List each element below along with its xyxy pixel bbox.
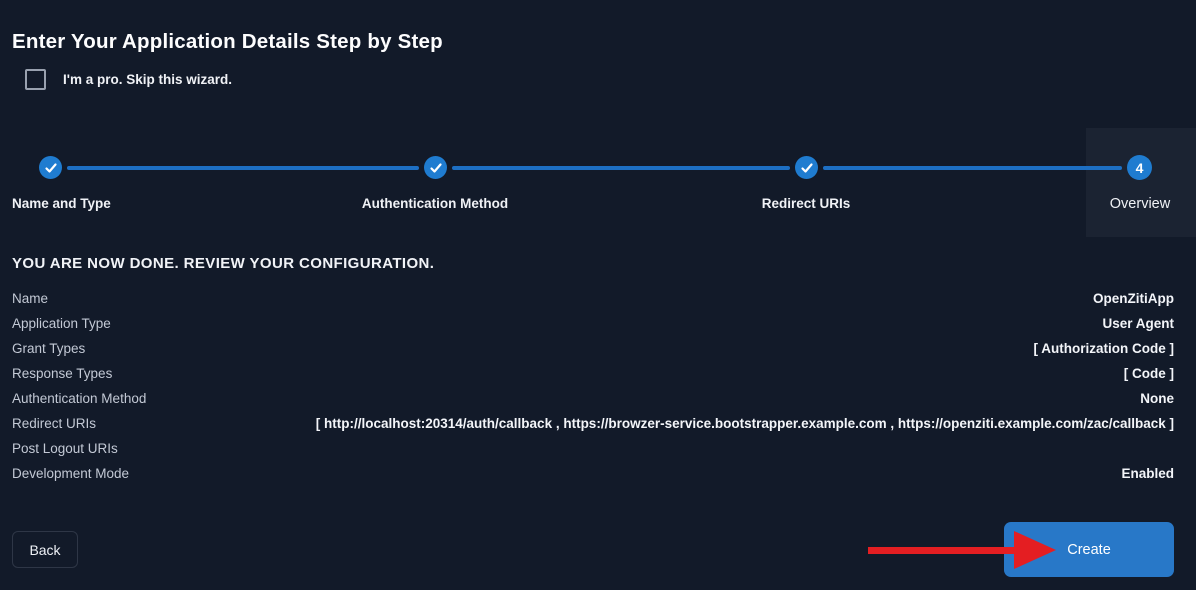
review-heading: YOU ARE NOW DONE. REVIEW YOUR CONFIGURAT…: [12, 255, 435, 272]
review-row-authentication-method: Authentication Method None: [12, 391, 1174, 416]
review-row-redirect-uris: Redirect URIs [ http://localhost:20314/a…: [12, 416, 1174, 441]
step-2-indicator: [424, 156, 447, 179]
check-icon: [429, 162, 442, 173]
arrow-shaft: [868, 547, 1018, 554]
row-value: [ Code ]: [1123, 366, 1174, 381]
back-button[interactable]: Back: [12, 531, 78, 568]
review-row-post-logout-uris: Post Logout URIs: [12, 441, 1174, 466]
step-label-name-and-type: Name and Type: [12, 196, 111, 211]
stepper-connector: [67, 166, 419, 170]
page-title: Enter Your Application Details Step by S…: [12, 29, 443, 53]
stepper-connector: [823, 166, 1122, 170]
row-label: Name: [12, 291, 49, 306]
wizard-stepper: 4 Name and Type Authentication Method Re…: [0, 128, 1196, 238]
review-row-name: Name OpenZitiApp: [12, 291, 1174, 316]
row-label: Application Type: [12, 316, 111, 331]
step-number: 4: [1135, 159, 1144, 176]
row-label: Post Logout URIs: [12, 441, 118, 456]
current-step-highlight: [1086, 128, 1196, 237]
step-4-indicator: 4: [1127, 155, 1152, 180]
review-row-development-mode: Development Mode Enabled: [12, 466, 1174, 491]
row-value: OpenZitiApp: [1093, 291, 1174, 306]
row-value: Enabled: [1121, 466, 1174, 481]
step-label-authentication-method: Authentication Method: [361, 196, 509, 211]
row-value: None: [1140, 391, 1174, 406]
row-label: Redirect URIs: [12, 416, 97, 431]
row-label: Development Mode: [12, 466, 130, 481]
skip-wizard-checkbox[interactable]: [25, 69, 46, 90]
review-row-response-types: Response Types [ Code ]: [12, 366, 1174, 391]
row-value: [ http://localhost:20314/auth/callback ,…: [315, 416, 1174, 431]
row-label: Response Types: [12, 366, 113, 381]
check-icon: [44, 162, 57, 173]
row-label: Grant Types: [12, 341, 86, 356]
step-3-indicator: [795, 156, 818, 179]
review-row-grant-types: Grant Types [ Authorization Code ]: [12, 341, 1174, 366]
create-button[interactable]: Create: [1004, 522, 1174, 577]
check-icon: [800, 162, 813, 173]
stepper-connector: [452, 166, 790, 170]
row-label: Authentication Method: [12, 391, 147, 406]
skip-wizard-label[interactable]: I'm a pro. Skip this wizard.: [63, 72, 232, 87]
review-row-application-type: Application Type User Agent: [12, 316, 1174, 341]
step-label-redirect-uris: Redirect URIs: [761, 196, 851, 211]
step-1-indicator: [39, 156, 62, 179]
skip-wizard-row: I'm a pro. Skip this wizard.: [25, 69, 232, 90]
row-value: [ Authorization Code ]: [1033, 341, 1174, 356]
row-value: User Agent: [1102, 316, 1174, 331]
step-label-overview: Overview: [1109, 196, 1171, 212]
